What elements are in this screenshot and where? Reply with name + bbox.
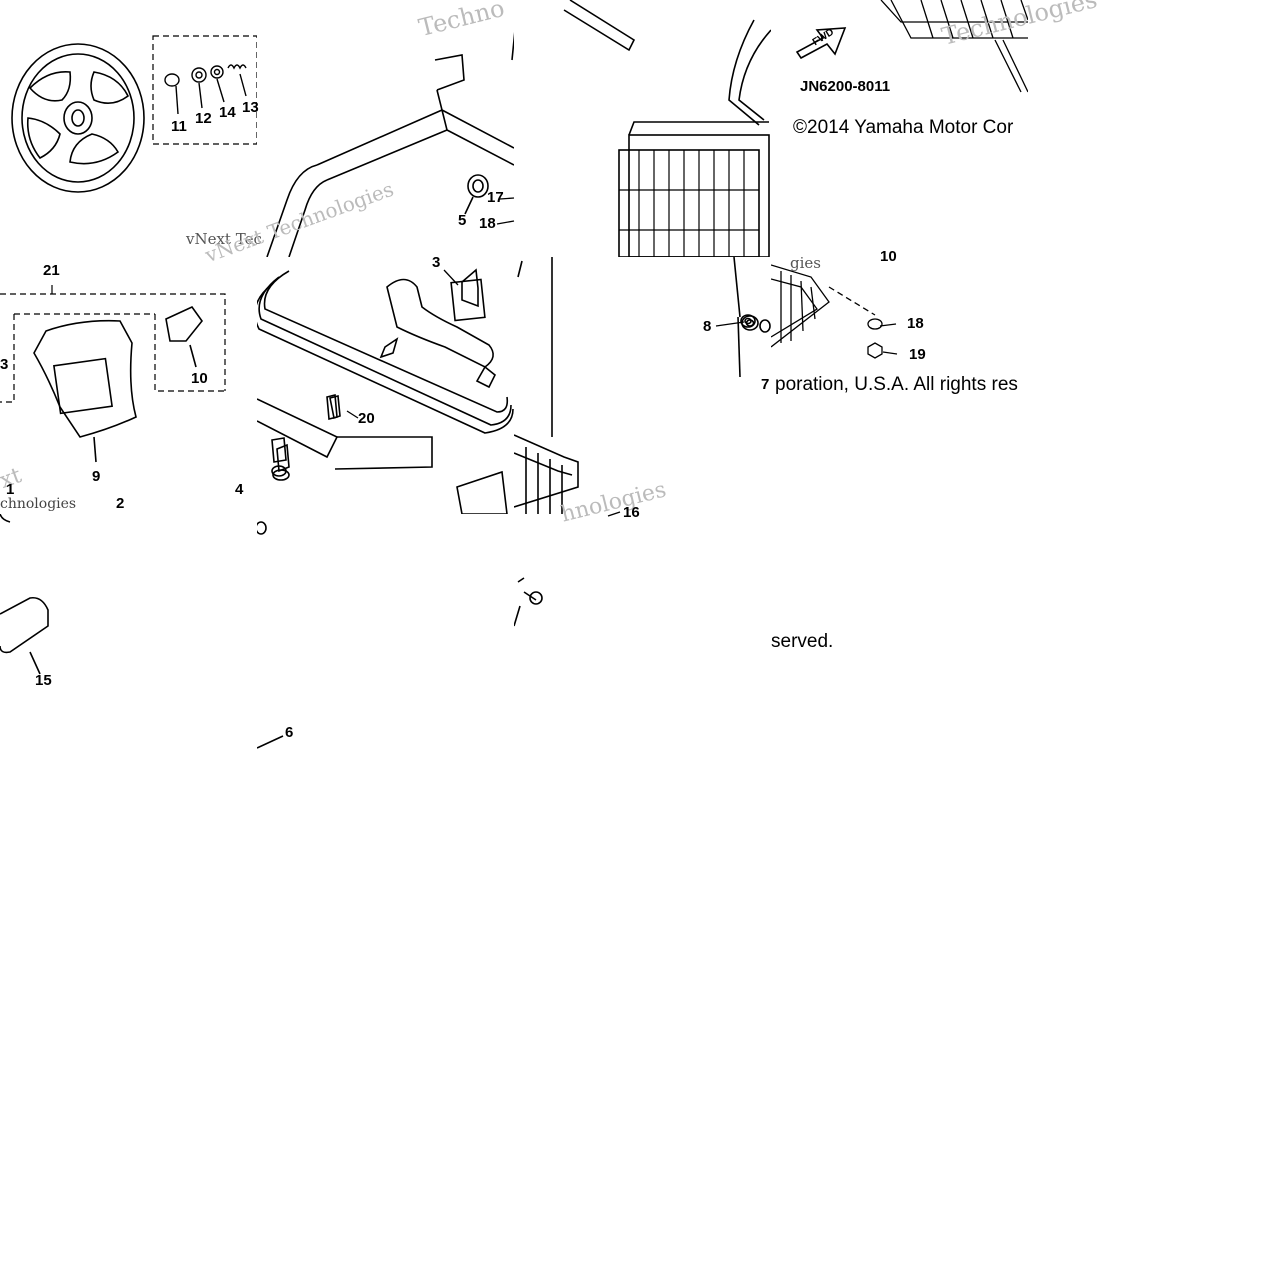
- callout-12: 12: [195, 110, 212, 127]
- callout-3: 3: [0, 356, 9, 373]
- callout-15: 15: [35, 672, 52, 689]
- diagram-tile-screw: [514, 514, 771, 771]
- bolt-drawing: [257, 521, 284, 749]
- diagram-tile-steering: [0, 0, 257, 257]
- basket-top-drawing: [795, 0, 1028, 93]
- callout-14: 14: [219, 104, 236, 121]
- callout-17: 17: [487, 189, 504, 206]
- post-drawing: [514, 257, 759, 514]
- callout-8: 8: [703, 318, 712, 335]
- diagram-tile-pad: [0, 514, 257, 771]
- diagram-tile-post: [514, 257, 771, 514]
- callout-18: 18: [479, 215, 496, 232]
- callout-11: 11: [171, 118, 187, 135]
- callout-18b: 18: [907, 315, 924, 332]
- callout-13: 13: [242, 99, 259, 116]
- callout-21: 21: [43, 262, 60, 279]
- copyright-line-2: poration, U.S.A. All rights res: [775, 374, 1018, 395]
- pad-drawing: [0, 514, 49, 675]
- frame-drawing: [266, 31, 514, 257]
- callout-19: 19: [909, 346, 926, 363]
- callout-3b: 3: [432, 254, 441, 271]
- panel-drawing: [0, 285, 226, 463]
- callout-20: 20: [358, 410, 375, 427]
- fwd-arrow-icon: [795, 27, 847, 60]
- diagram-tile-frame: [257, 0, 514, 257]
- callout-5: 5: [458, 212, 467, 229]
- screw-drawing: [514, 577, 543, 627]
- callout-7: 7: [761, 376, 770, 393]
- diagram-part-number: JN6200-8011: [800, 78, 891, 95]
- copyright-line-3: served.: [771, 631, 834, 652]
- callout-10b: 10: [880, 248, 897, 265]
- diagram-tile-copyright-tail: [771, 514, 1028, 771]
- callout-9: 9: [92, 468, 101, 485]
- diagram-tile-panel: [0, 257, 257, 514]
- callout-1: 1: [6, 481, 15, 498]
- callout-4: 4: [235, 481, 244, 498]
- callout-16: 16: [623, 504, 640, 521]
- callout-6: 6: [285, 724, 294, 741]
- steering-wheel-drawing: [11, 35, 257, 193]
- diagram-tile-bolt: [257, 514, 514, 771]
- diagram-tile-header: [771, 0, 1028, 257]
- bumper-drawing: [257, 270, 514, 514]
- diagram-tile-basket: [514, 0, 771, 257]
- diagram-tile-basket-lower: [771, 257, 1028, 514]
- diagram-tile-bumper: [257, 257, 514, 514]
- basket-drawing: [563, 0, 771, 257]
- copyright-line-1: ©2014 Yamaha Motor Cor: [793, 117, 1014, 138]
- callout-2: 2: [116, 495, 125, 512]
- callout-10: 10: [191, 370, 208, 387]
